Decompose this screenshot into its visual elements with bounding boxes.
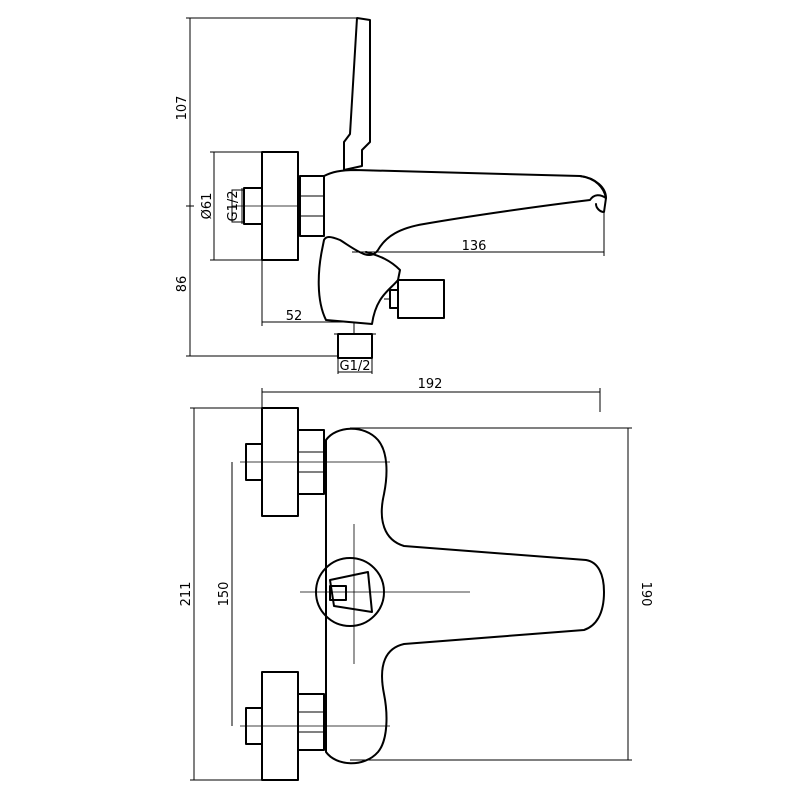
outlet-connector	[337, 333, 373, 359]
dim-label-diameter: Ø61	[200, 193, 215, 220]
dim-label-thread-outlet: G1/2	[340, 359, 371, 374]
lever-handle	[343, 17, 371, 171]
dial-center	[329, 585, 347, 601]
dim-label-height-upper: 107	[175, 96, 190, 121]
front-view: 192 211 150 190	[179, 377, 653, 781]
diverter-stem	[389, 289, 399, 309]
nut-bottom	[297, 693, 325, 751]
connection-nut	[299, 175, 325, 237]
spout-tip	[579, 175, 607, 213]
dial-knob	[329, 571, 373, 613]
dim-label-height-lower: 86	[175, 276, 190, 293]
front-body	[325, 427, 605, 765]
dim-label-inlet-spacing: 150	[217, 582, 232, 607]
dim-label-total-height: 211	[179, 582, 194, 607]
dim-label-total-width: 192	[418, 377, 443, 392]
dim-label-body-height: 190	[638, 582, 653, 607]
side-view: 107 86 Ø61 G1/2 136 52 G1/2	[175, 17, 607, 374]
dim-label-thread-inlet: G1/2	[226, 191, 241, 222]
dim-label-outlet-offset: 52	[286, 309, 303, 324]
diverter-knob	[397, 279, 445, 319]
dim-label-spout-reach: 136	[462, 239, 487, 254]
